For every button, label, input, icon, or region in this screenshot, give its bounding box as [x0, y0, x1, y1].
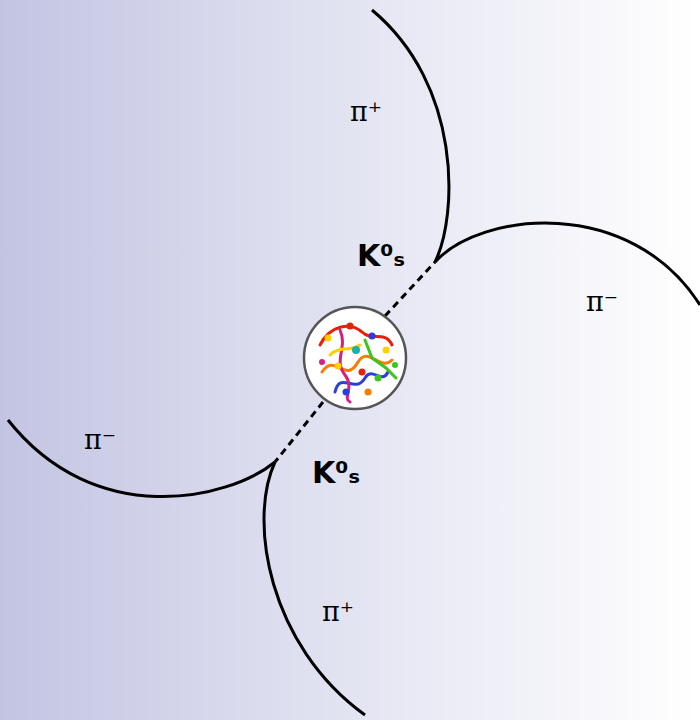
pion-track — [435, 223, 700, 305]
pion-label: π⁺ — [322, 597, 354, 627]
quark-dot — [392, 362, 398, 368]
kaon-flight-line — [275, 402, 323, 462]
pion-label: π⁻ — [586, 287, 618, 317]
quark-dot — [335, 363, 342, 370]
particle-tracks — [8, 10, 700, 715]
quark-dot — [365, 389, 372, 396]
quark-gluon-blob — [320, 326, 396, 402]
pion-track — [264, 462, 365, 715]
collision-circle — [304, 307, 406, 409]
gluon-string — [320, 326, 392, 345]
pion-track — [372, 10, 449, 262]
kaon-flight-lines — [275, 262, 435, 462]
kaon-label: K⁰ₛ — [312, 456, 360, 489]
gluon-string — [330, 345, 360, 355]
pion-label: π⁻ — [84, 425, 116, 455]
quark-dot — [343, 389, 350, 396]
quark-dot — [325, 335, 332, 342]
pion-track — [8, 420, 275, 497]
gluon-string — [365, 340, 396, 378]
quark-dot — [375, 375, 382, 382]
quark-dot — [347, 323, 354, 330]
quark-dot — [383, 347, 390, 354]
kaon-label: K⁰ₛ — [357, 239, 405, 272]
quark-dot — [369, 333, 376, 340]
quark-dot — [352, 346, 360, 354]
quark-dots — [319, 323, 398, 396]
quark-dot — [359, 369, 366, 376]
pion-label: π⁺ — [350, 97, 382, 127]
quark-dot — [319, 359, 325, 365]
